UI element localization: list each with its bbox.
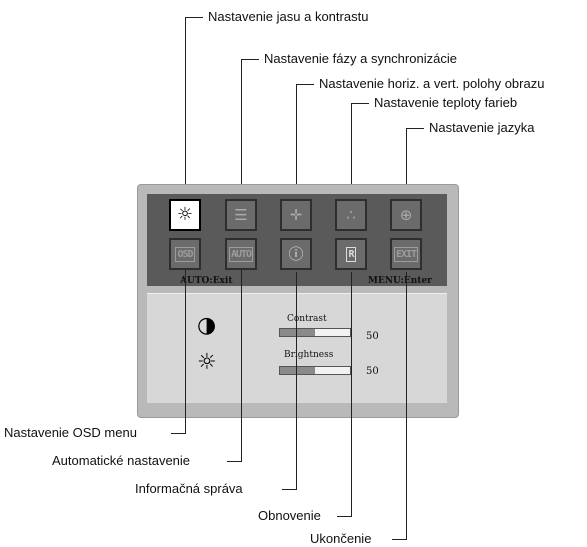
- callout-phase-sync: Nastavenie fázy a synchronizácie: [264, 51, 457, 66]
- lines-icon: ☰: [234, 205, 248, 224]
- move-arrows-icon: ✛: [289, 205, 303, 224]
- osd-tile[interactable]: OSD: [169, 238, 201, 270]
- osd-icon: OSD: [175, 246, 195, 262]
- color-tile[interactable]: ∴: [335, 199, 367, 231]
- callout-position: Nastavenie horiz. a vert. polohy obrazu: [319, 76, 545, 91]
- callout-brightness-contrast: Nastavenie jasu a kontrastu: [208, 9, 369, 24]
- contrast-value: 50: [366, 331, 379, 342]
- contrast-icon: ◑: [197, 313, 217, 338]
- hint-menu-enter: MENU:Enter: [368, 276, 432, 286]
- info-icon: ⓘ: [288, 244, 304, 263]
- callout-language: Nastavenie jazyka: [429, 120, 535, 135]
- language-tile[interactable]: ⊕: [390, 199, 422, 231]
- callout-reset: Obnovenie: [258, 508, 321, 523]
- auto-icon: AUTO: [228, 246, 254, 262]
- reset-icon: R: [346, 246, 356, 262]
- callout-osd-menu: Nastavenie OSD menu: [4, 425, 137, 440]
- brightness-label: Brightness: [284, 350, 334, 360]
- color-dots-icon: ∴: [346, 205, 356, 224]
- contrast-label: Contrast: [287, 314, 327, 324]
- exit-tile[interactable]: EXIT: [390, 238, 422, 270]
- phase-tile[interactable]: ☰: [225, 199, 257, 231]
- position-tile[interactable]: ✛: [280, 199, 312, 231]
- globe-icon: ⊕: [399, 205, 413, 224]
- brightness-tile[interactable]: ☼: [169, 199, 201, 231]
- callout-exit: Ukončenie: [310, 531, 372, 546]
- info-tile[interactable]: ⓘ: [280, 238, 312, 270]
- contrast-fill: [280, 329, 315, 336]
- brightness-slider[interactable]: [279, 366, 351, 375]
- callout-color-temp: Nastavenie teploty farieb: [374, 95, 518, 110]
- hint-auto-exit: AUTO:Exit: [180, 276, 233, 286]
- sun-icon: ☼: [176, 204, 194, 225]
- brightness-fill: [280, 367, 315, 374]
- osd-adjust-panel: [147, 293, 447, 403]
- contrast-slider[interactable]: [279, 328, 351, 337]
- brightness-icon: ☼: [197, 350, 217, 375]
- reset-tile[interactable]: R: [335, 238, 367, 270]
- auto-tile[interactable]: AUTO: [225, 238, 257, 270]
- brightness-value: 50: [366, 366, 379, 377]
- callout-info: Informačná správa: [135, 481, 243, 496]
- exit-icon: EXIT: [393, 246, 419, 262]
- callout-auto: Automatické nastavenie: [52, 453, 191, 468]
